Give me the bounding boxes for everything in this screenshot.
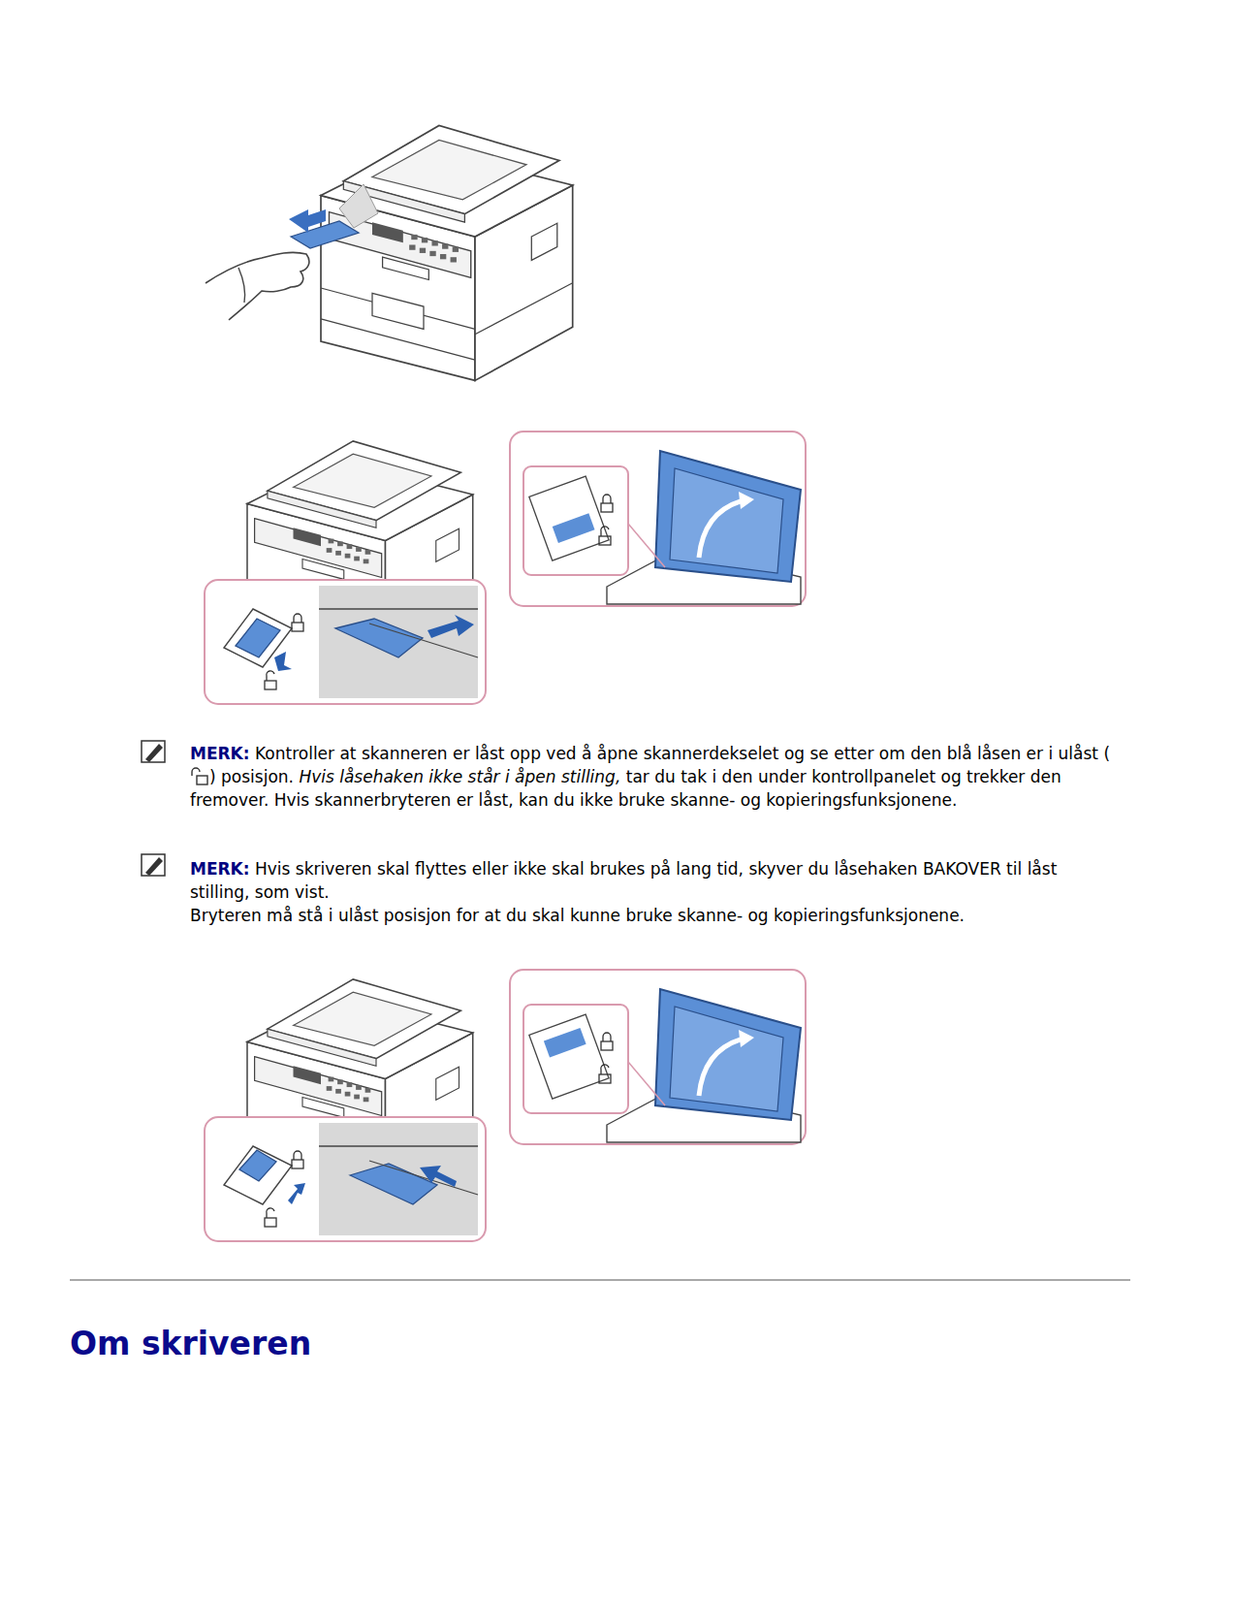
unlock-icon <box>190 766 210 787</box>
note-paragraph: MERK: Kontroller at skanneren er låst op… <box>190 741 1121 812</box>
note-text: Kontroller at skanneren er låst opp ved … <box>254 743 1110 763</box>
note-text: Hvis låsehaken ikke står i åpen stilling… <box>298 766 621 787</box>
note-label: MERK: <box>190 743 251 763</box>
note-paragraph: MERK: Hvis skriveren skal flyttes eller … <box>190 856 1121 927</box>
note-text: Hvis skriveren skal flyttes eller ikke s… <box>190 858 1057 902</box>
section-heading: Om skriveren <box>69 1324 312 1362</box>
note-text: Bryteren må stå i ulåst posisjon for at … <box>190 905 965 925</box>
note-text: ) posisjon. <box>209 766 294 787</box>
note-label: MERK: <box>190 858 251 879</box>
